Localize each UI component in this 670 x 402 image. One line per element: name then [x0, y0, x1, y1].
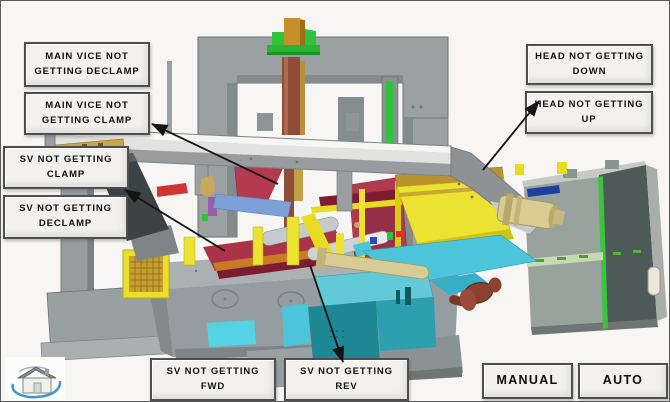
head-cylinder	[282, 57, 305, 135]
callout-sv-rev: SV NOT GETTING REV	[284, 358, 409, 401]
manual-button-label: MANUAL	[496, 373, 559, 388]
callout-text-line: GETTING CLAMP	[41, 114, 133, 126]
company-logo-graphic	[5, 357, 65, 401]
callout-sv-declamp: SV NOT GETTING DECLAMP	[3, 195, 128, 239]
callout-sv-clamp: SV NOT GETTING CLAMP	[3, 146, 129, 189]
callout-text-line: HEAD NOT GETTING	[534, 98, 644, 110]
callout-text-line: MAIN VICE NOT	[45, 99, 129, 111]
manual-button[interactable]: MANUAL	[482, 363, 573, 399]
callout-text-line: GETTING DECLAMP	[34, 65, 140, 77]
control-cabinet	[522, 160, 667, 335]
callout-text-line: DOWN	[572, 65, 607, 77]
callout-text-line: HEAD NOT GETTING	[535, 50, 644, 62]
callout-text-line: SV NOT GETTING	[166, 365, 260, 377]
company-logo	[5, 357, 65, 401]
callout-text-line: UP	[581, 113, 597, 125]
piston-rod	[315, 247, 430, 280]
auto-button[interactable]: AUTO	[578, 363, 668, 399]
callout-text-line: REV	[335, 380, 358, 392]
callout-text-line: DECLAMP	[38, 218, 93, 229]
crank-handle	[449, 277, 502, 311]
callout-sv-fwd: SV NOT GETTING FWD	[150, 358, 276, 401]
callout-text-line: FWD	[200, 380, 226, 392]
callout-main-vice-declamp: MAIN VICE NOT GETTING DECLAMP	[24, 42, 150, 87]
callout-text-line: MAIN VICE NOT	[45, 50, 129, 62]
vice-assembly	[129, 150, 408, 279]
callout-text-line: CLAMP	[46, 168, 86, 180]
callout-head-down: HEAD NOT GETTING DOWN	[526, 44, 653, 85]
callout-main-vice-clamp: MAIN VICE NOT GETTING CLAMP	[24, 92, 150, 135]
head-top-bracket	[267, 18, 320, 55]
auto-button-label: AUTO	[602, 373, 644, 388]
callout-text-line: SV NOT GETTING	[300, 365, 393, 377]
callout-head-up: HEAD NOT GETTING UP	[525, 91, 653, 134]
callout-text-line: SV NOT GETTING	[19, 203, 112, 215]
feed-cylinder	[496, 162, 567, 230]
callout-text-line: SV NOT GETTING	[19, 153, 113, 165]
